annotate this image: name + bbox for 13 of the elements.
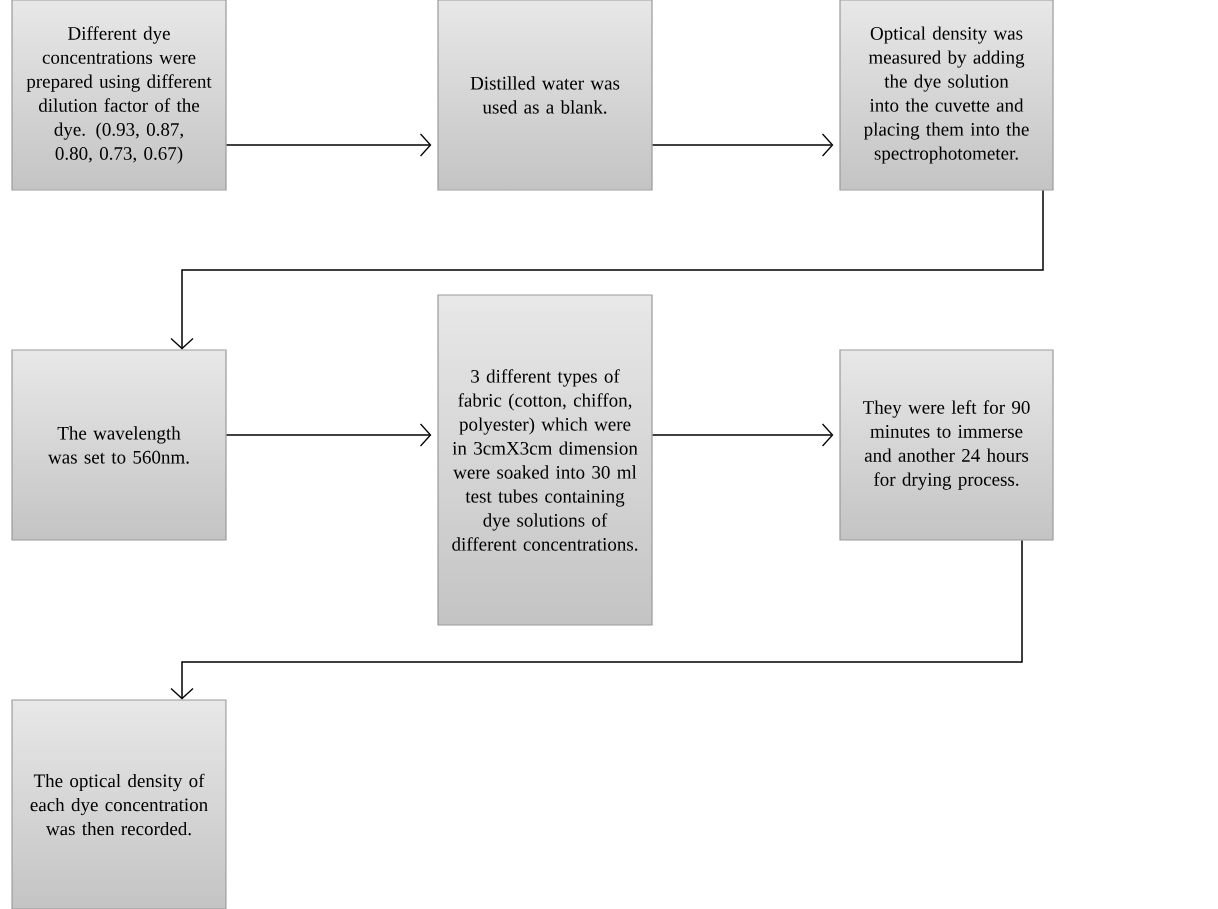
process-box: The optical density of each dye concentration was then recorded. <box>11 699 227 909</box>
arrow <box>170 539 1023 700</box>
process-box: They were left for 90 minutes to immerse and another 24 hours for drying process. <box>839 349 1054 541</box>
arrow <box>225 423 432 447</box>
process-box: Distilled water was used as a blank. <box>437 0 653 191</box>
process-box: The wavelength was set to 560nm. <box>11 349 227 541</box>
arrow <box>170 189 1044 350</box>
process-box: Different dye concentrations were prepared using different dilution factor of the dye. (0.93, 0.87, 0.80, 0.73, 0.67) <box>11 0 227 191</box>
arrow <box>225 133 432 157</box>
process-box: Optical density was measured by adding the dye solution into the cuvette and placing them into the spectrophotometer. <box>839 0 1054 191</box>
arrow <box>651 423 834 447</box>
arrow <box>651 133 834 157</box>
process-box: 3 different types of fabric (cotton, chiffon, polyester) which were in 3cmX3cm dimension were soaked into 30 ml test tubes containing dye solutions of different concentrations. <box>437 294 653 626</box>
